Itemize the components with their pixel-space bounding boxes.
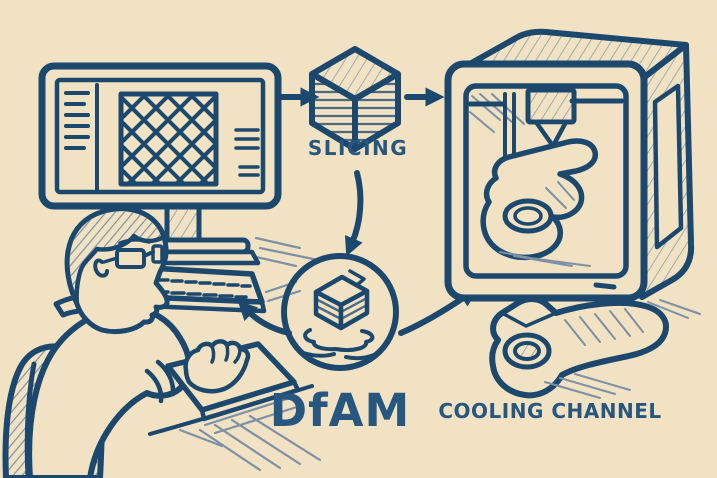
printer-3d-icon [444,28,701,319]
cooling-channel-part-icon [489,296,669,399]
eyebrow [118,238,151,245]
torso [26,305,193,478]
melt-puddle [303,328,375,353]
gantry-rails [503,92,516,162]
arrow-dfam-to-printer [398,287,479,336]
slicing-label: SLICING [307,136,409,160]
dfam-label: DfAM [269,384,411,437]
designer-hand [183,339,251,394]
extruder-carriage [525,87,577,125]
glasses-icon [102,244,164,269]
sliced-cube-icon [309,46,401,152]
ear [93,258,109,278]
cooling-channel-label: COOLING CHANNEL [438,399,662,423]
monitor-screen [54,77,266,195]
lap-shading [198,414,322,472]
screen-right-lines [234,128,260,177]
dfam-circle [281,253,399,371]
part-shadow [544,373,631,399]
interior-shading [469,93,525,133]
block-top-edges [500,311,558,328]
printer-side-window [652,83,684,250]
slice-step [348,269,366,287]
build-plate-shading [499,251,591,267]
tablet-edge [199,379,301,422]
dfam-cube-icon [281,253,399,371]
monitor-lattice-icon [38,62,320,268]
arrow-slicing-to-dfam [344,170,364,257]
sleeve-cuff [155,359,176,397]
designer-head [64,206,170,335]
monitor-neck [164,203,202,243]
screen-menu-lines [64,91,90,150]
arm-shading [564,308,644,346]
extruder-nozzle-icon [533,119,569,149]
desk-shading [250,236,320,268]
desk-shading-2 [178,396,302,448]
printer-shadow [647,299,701,319]
lattice-model-view [118,91,219,187]
printer-power-slot [593,282,617,290]
sleeve-cuff-2 [144,368,164,404]
puddle-swoosh [298,350,382,361]
gantry-bar [467,98,625,107]
